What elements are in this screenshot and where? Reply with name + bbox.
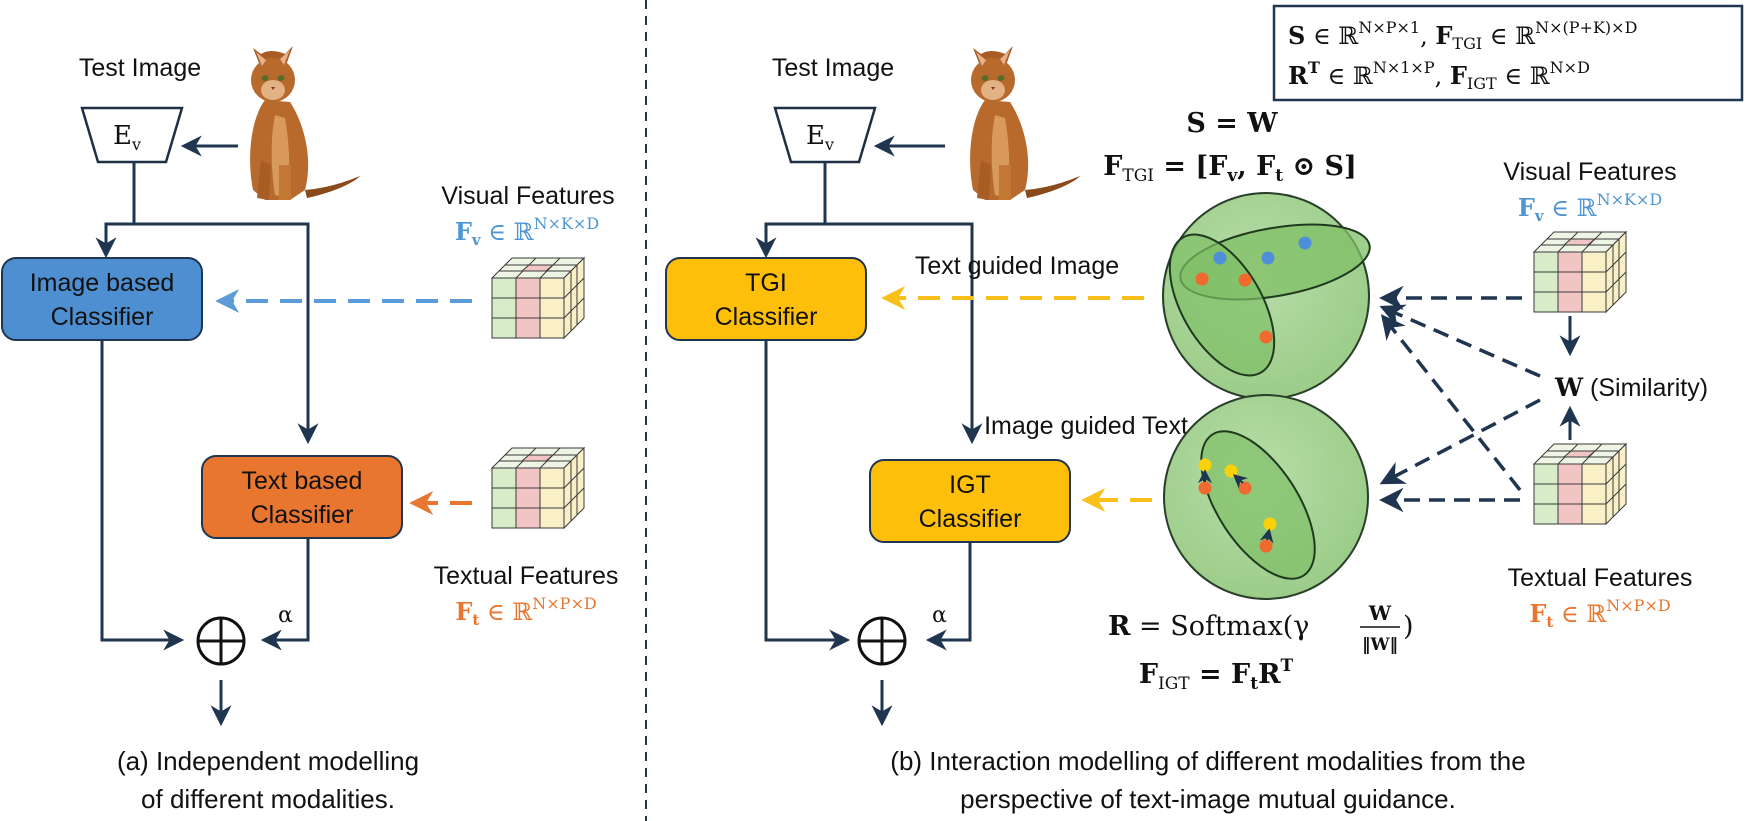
caption-a-line1: (a) Independent modelling <box>117 746 419 776</box>
visual-features-label-b: Visual Features <box>1503 158 1676 186</box>
svg-text:Classifier: Classifier <box>715 303 818 331</box>
image-guided-text-label: Image guided Text <box>984 412 1188 440</box>
textual-features-label-b: Textual Features <box>1508 564 1693 592</box>
equation-r: R = Softmax(γ <box>1108 611 1309 642</box>
visual-features-cube-a <box>491 257 585 339</box>
text-guided-image-label: Text guided Image <box>915 252 1119 280</box>
svg-text:IGT: IGT <box>949 471 991 499</box>
equation-figt: FIGT = FtRT <box>1139 656 1294 694</box>
sphere-text-guided-image <box>1162 192 1371 400</box>
panel-a: Test Image Ev Image based Classifier Tex… <box>1 46 619 814</box>
svg-text:Ev: Ev <box>806 121 834 154</box>
alpha-a: α <box>278 603 293 628</box>
image-based-classifier: Image based Classifier <box>1 257 203 341</box>
cat-image-a <box>250 46 360 200</box>
equation-s: S = W <box>1186 108 1278 139</box>
equation-ftgi: FTGI = [Fv, Ft ⊙ S] <box>1103 151 1357 186</box>
visual-features-formula-a: Fv ∈ ℝN×K×D <box>455 214 599 249</box>
dimension-legend-box: S ∈ ℝN×P×1, FTGI ∈ ℝN×(P+K)×D RT ∈ ℝN×1×… <box>1272 4 1744 102</box>
test-image-label-b: Test Image <box>772 54 894 82</box>
svg-text:RT ∈ ℝN×1×P, FIGT ∈ ℝN×D: RT ∈ ℝN×1×P, FIGT ∈ ℝN×D <box>1288 58 1590 93</box>
encoder-trapezoid-icon <box>80 106 184 164</box>
test-image-label-a: Test Image <box>79 54 201 82</box>
svg-text:Classifier: Classifier <box>251 501 354 529</box>
visual-features-formula-b: Fv ∈ ℝN×K×D <box>1518 190 1662 225</box>
textual-features-cube-b <box>1533 443 1627 525</box>
alpha-b: α <box>932 603 947 628</box>
panel-b: Test Image Ev TGI Classifier IGT Classif… <box>665 4 1744 814</box>
encoder-b: Ev <box>773 106 877 164</box>
svg-text:TGI: TGI <box>745 269 787 297</box>
similarity-label: W (Similarity) <box>1554 373 1708 402</box>
tgi-classifier: TGI Classifier <box>665 257 867 341</box>
textual-features-label-a: Textual Features <box>434 562 619 590</box>
visual-features-label-a: Visual Features <box>441 182 614 210</box>
textual-features-formula-b: Ft ∈ ℝN×P×D <box>1529 596 1670 631</box>
caption-b-line2: perspective of text-image mutual guidanc… <box>960 784 1456 814</box>
igt-classifier: IGT Classifier <box>869 459 1071 543</box>
textual-features-formula-a: Ft ∈ ℝN×P×D <box>455 594 596 629</box>
sphere-image-guided-text <box>1163 394 1369 600</box>
textual-features-cube-a <box>491 447 585 529</box>
svg-text:Text based: Text based <box>242 467 363 495</box>
svg-text:Ev: Ev <box>113 121 141 154</box>
encoder-a: Ev <box>80 106 184 164</box>
oplus-icon-a <box>196 616 246 666</box>
oplus-icon-b <box>857 616 907 666</box>
svg-text:S ∈ ℝN×P×1, FTGI ∈ ℝN×(P+K)×D: S ∈ ℝN×P×1, FTGI ∈ ℝN×(P+K)×D <box>1288 18 1637 53</box>
equation-r-denominator: ‖W‖ <box>1362 635 1398 655</box>
cat-image-b <box>970 46 1080 200</box>
caption-a-line2: of different modalities. <box>141 784 395 814</box>
equation-r-close: ) <box>1403 611 1414 642</box>
svg-text:Classifier: Classifier <box>919 505 1022 533</box>
svg-text:Image based: Image based <box>30 269 175 297</box>
text-based-classifier: Text based Classifier <box>201 455 403 539</box>
encoder-trapezoid-icon <box>773 106 877 164</box>
svg-text:Classifier: Classifier <box>51 303 154 331</box>
equation-r-numerator: W <box>1368 601 1392 625</box>
visual-features-cube-b <box>1533 231 1627 313</box>
caption-b-line1: (b) Interaction modelling of different m… <box>890 746 1525 776</box>
